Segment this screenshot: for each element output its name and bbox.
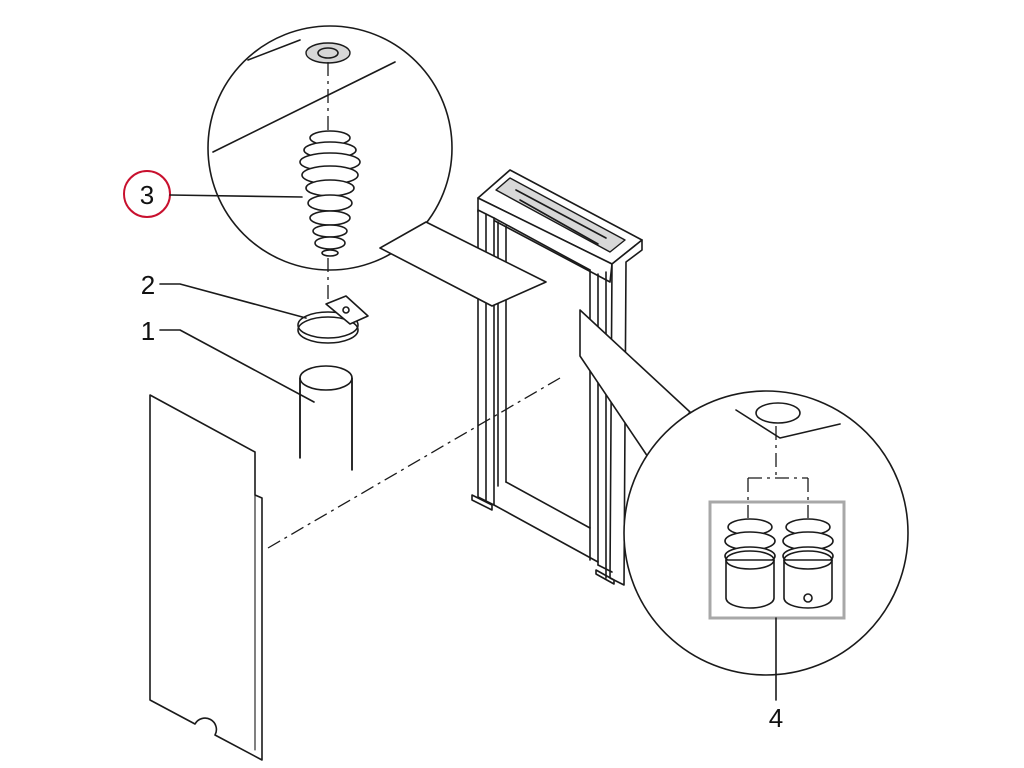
callout-3-label: 3 bbox=[140, 180, 154, 210]
ribbed-fitting bbox=[299, 130, 361, 257]
callout-1: 1 bbox=[141, 316, 315, 403]
callout-4-label: 4 bbox=[769, 703, 783, 733]
callout-3: 3 bbox=[123, 170, 303, 218]
side-panel bbox=[149, 394, 263, 761]
callout-4: 4 bbox=[769, 617, 783, 733]
detail-view-top bbox=[207, 25, 547, 307]
panel-alignment-line bbox=[267, 377, 561, 549]
callout-2-label: 2 bbox=[141, 270, 155, 300]
callout-3-highlight-circle bbox=[123, 170, 171, 218]
hose-clamp bbox=[297, 295, 369, 344]
fitting-left bbox=[724, 518, 776, 609]
fitting-right bbox=[782, 518, 834, 609]
highlight-box bbox=[708, 500, 846, 620]
drain-hose bbox=[299, 365, 353, 471]
detail-view-bottom bbox=[579, 309, 909, 676]
callout-1-label: 1 bbox=[141, 316, 155, 346]
callout-2: 2 bbox=[141, 270, 307, 319]
